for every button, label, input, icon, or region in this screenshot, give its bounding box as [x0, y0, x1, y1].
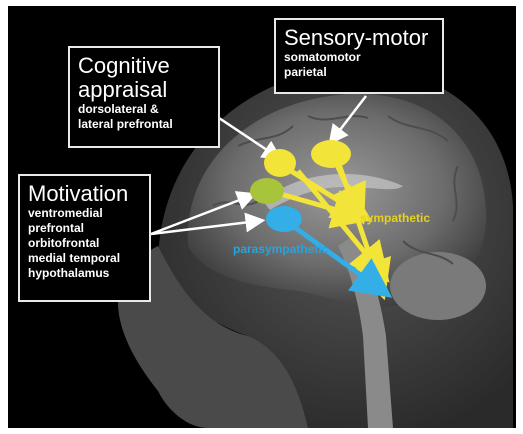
cerebellum-region — [390, 252, 486, 320]
motivation-line-1: ventromedial — [28, 206, 141, 221]
motivation-line-3: orbitofrontal — [28, 236, 141, 251]
cognitive-line-1: dorsolateral & — [78, 102, 210, 117]
sensory-motor-title: Sensory-motor — [284, 26, 434, 50]
parasympathetic-region-marker — [266, 206, 302, 232]
cognitive-line-2: lateral prefrontal — [78, 117, 210, 132]
cognitive-title-line-1: Cognitive — [78, 54, 210, 78]
motivation-line-4: medial temporal — [28, 251, 141, 266]
cognitive-title-line-2: appraisal — [78, 78, 210, 102]
sensory-motor-line-2: parietal — [284, 65, 434, 80]
cognitive-region-marker — [264, 149, 296, 177]
motivation-title: Motivation — [28, 182, 141, 206]
sensory-motor-box: Sensory-motor somatomotor parietal — [274, 18, 444, 94]
sensory-region-marker — [311, 140, 351, 168]
sympathetic-label: sympathetic — [360, 211, 430, 225]
parasympathetic-label: parasympathetic — [233, 242, 328, 256]
motivation-line-2: prefrontal — [28, 221, 141, 236]
sensory-motor-line-1: somatomotor — [284, 50, 434, 65]
mri-figure: Sensory-motor somatomotor parietal Cogni… — [8, 6, 516, 428]
motivation-line-5: hypothalamus — [28, 266, 141, 281]
motivation-region-marker — [250, 178, 284, 204]
cognitive-appraisal-box: Cognitive appraisal dorsolateral & later… — [68, 46, 220, 148]
motivation-box: Motivation ventromedial prefrontal orbit… — [18, 174, 151, 302]
